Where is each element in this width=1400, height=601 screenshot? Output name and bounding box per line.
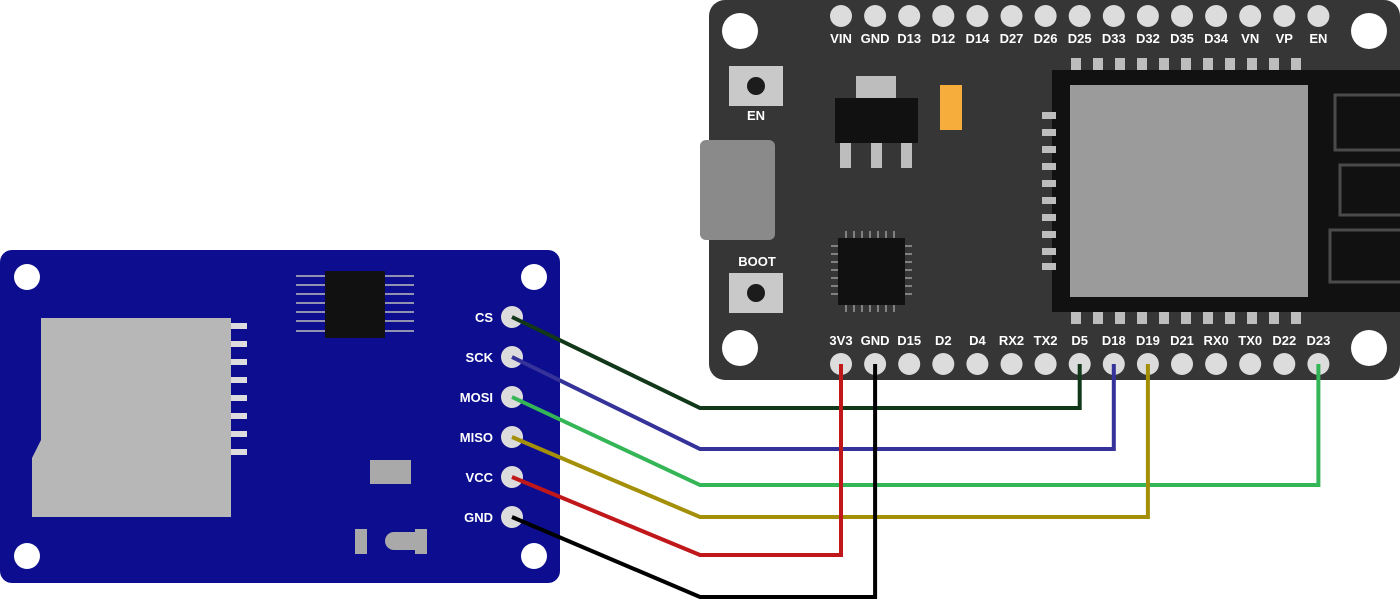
en-button-cap [747,77,765,95]
pin-label-top-d13: D13 [897,31,921,46]
en-button-label: EN [747,108,765,123]
pin-label-top-en: EN [1309,31,1327,46]
pin-label-top-d27: D27 [1000,31,1024,46]
voltage-regulator [835,76,918,168]
mount-hole [14,264,40,290]
pin-bottom-tx2[interactable] [1034,353,1057,375]
pin-top-d32[interactable] [1136,5,1159,27]
mount-hole [521,264,547,290]
pin-label-bottom-rx2: RX2 [999,333,1024,348]
pin-label-top-vp: VP [1276,31,1294,46]
pin-label-bottom-d18: D18 [1102,333,1126,348]
mount-hole [521,543,547,569]
sd-card-slot [32,318,231,517]
wire-cs-to-d5 [511,315,1082,410]
mount-hole [722,330,758,366]
sd-pin-label-mosi: MOSI [460,390,493,405]
sd-module-regulator [370,460,411,484]
pin-top-vn[interactable] [1239,5,1262,27]
pin-top-gnd[interactable] [864,5,887,27]
pin-label-bottom-d22: D22 [1272,333,1296,348]
pin-bottom-d15[interactable] [898,353,921,375]
sd-module-resistor [355,529,367,554]
level-shifter-chip [296,271,414,338]
pin-top-d33[interactable] [1102,5,1125,27]
pin-label-top-d32: D32 [1136,31,1160,46]
mount-hole [1351,13,1387,49]
pin-label-top-gnd: GND [861,31,890,46]
pin-label-top-d26: D26 [1034,31,1058,46]
sd-contacts [231,323,247,455]
pin-label-bottom-d5: D5 [1071,333,1088,348]
pin-label-top-d14: D14 [965,31,990,46]
wires [511,315,1321,599]
esp32-wroom-module [1042,58,1400,324]
sd-pin-label-vcc: VCC [466,470,494,485]
wire-gnd-to-gnd [511,364,878,599]
wire-sck-to-d18 [511,355,1116,451]
pin-top-d14[interactable] [966,5,989,27]
pin-top-d26[interactable] [1034,5,1057,27]
sd-pin-cs[interactable] [501,306,523,328]
pin-label-bottom-tx0: TX0 [1238,333,1262,348]
pin-bottom-rx2[interactable] [1000,353,1023,375]
pin-top-en[interactable] [1307,5,1330,27]
pin-label-bottom-d4: D4 [969,333,986,348]
pin-label-bottom-d21: D21 [1170,333,1194,348]
esp32-bottom-header: 3V3 GND D15 D2 D4 RX2 TX2 D5 D18 D19 D21 RX0 TX0 D22 D… [829,333,1330,375]
pin-label-top-d12: D12 [931,31,955,46]
pin-top-d12[interactable] [932,5,955,27]
pin-bottom-rx0[interactable] [1205,353,1228,375]
sd-module-capacitor [385,532,425,550]
pin-label-bottom-d19: D19 [1136,333,1160,348]
pin-top-d35[interactable] [1171,5,1193,27]
boot-button-cap [747,284,765,302]
sd-pin-label-miso: MISO [460,430,493,445]
boot-button-label: BOOT [738,254,776,269]
pin-label-bottom-rx0: RX0 [1203,333,1228,348]
pin-label-bottom-3v3: 3V3 [829,333,852,348]
pin-bottom-d4[interactable] [966,353,989,375]
sd-pin-label-sck: SCK [466,350,494,365]
mount-hole [14,543,40,569]
usb-connector [700,140,775,240]
usb-uart-chip [831,231,912,312]
pin-label-bottom-d2: D2 [935,333,952,348]
pin-label-bottom-d15: D15 [897,333,921,348]
pin-bottom-d22[interactable] [1273,353,1296,375]
pin-label-top-vn: VN [1241,31,1259,46]
pin-top-d34[interactable] [1205,5,1228,27]
pin-bottom-d2[interactable] [932,353,955,375]
pin-label-top-d35: D35 [1170,31,1194,46]
pin-bottom-tx0[interactable] [1239,353,1262,375]
pin-label-top-d34: D34 [1204,31,1229,46]
pin-label-bottom-gnd: GND [861,333,890,348]
sd-pin-label-cs: CS [475,310,493,325]
sd-pin-mosi[interactable] [501,386,523,408]
pin-top-d25[interactable] [1068,5,1091,27]
pin-top-d13[interactable] [898,5,921,27]
pin-label-top-d33: D33 [1102,31,1126,46]
pin-top-vp[interactable] [1273,5,1296,27]
pin-label-top-vin: VIN [830,31,852,46]
pin-bottom-d21[interactable] [1171,353,1193,375]
wire-vcc-to-3v3 [511,364,843,557]
pin-label-bottom-d23: D23 [1306,333,1330,348]
led-component [940,85,962,130]
rf-shield [1070,85,1308,297]
mount-hole [1351,330,1387,366]
wire-miso-to-d19 [511,364,1150,519]
mount-hole [722,13,758,49]
pin-label-bottom-tx2: TX2 [1034,333,1058,348]
sd-card-module: CS SCK MOSI MISO VCC GND [0,250,560,583]
pin-top-vin[interactable] [830,5,852,27]
sd-pin-label-gnd: GND [464,510,493,525]
esp32-top-header: VIN GND D13 D12 D14 D27 D26 D25 D33 D32 D35 D34 VN VP… [830,5,1330,46]
pin-top-d27[interactable] [1000,5,1023,27]
esp32-board: EN BOOT [700,0,1400,380]
antenna-trace [1328,93,1400,284]
pin-label-top-d25: D25 [1068,31,1092,46]
wire-mosi-to-d23 [511,364,1321,487]
